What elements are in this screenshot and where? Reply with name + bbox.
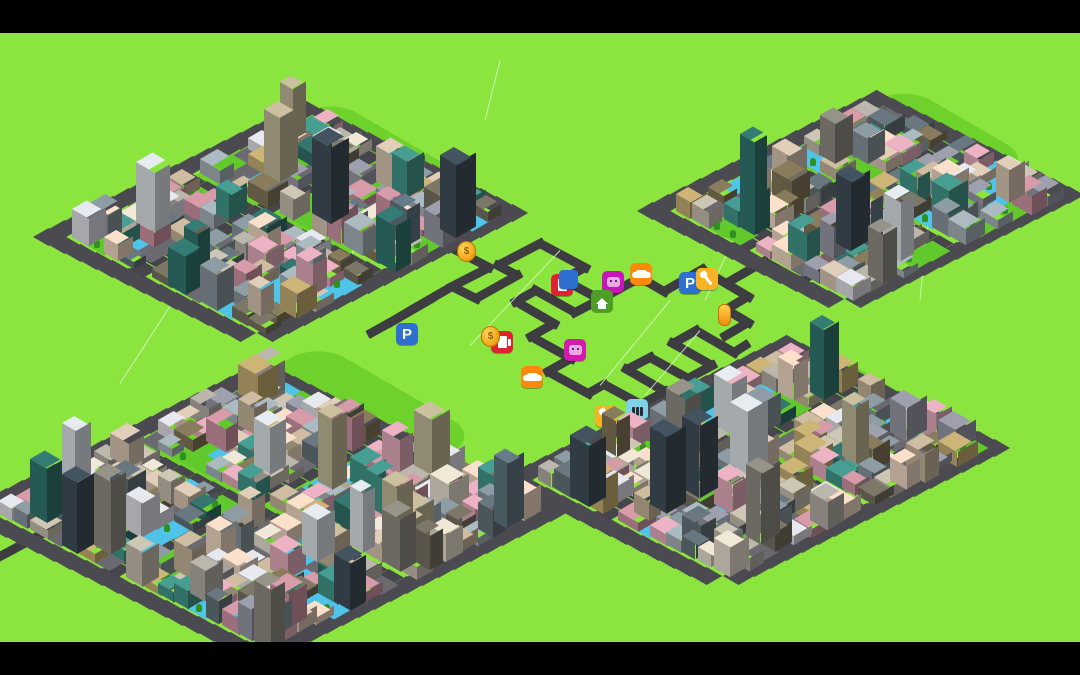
tree	[163, 572, 170, 580]
guide-line	[484, 60, 501, 121]
tree	[195, 604, 202, 612]
poi-parking-icon[interactable]: P	[679, 272, 701, 294]
world-map[interactable]: PP	[0, 33, 1080, 642]
poi-entertainment-icon[interactable]	[564, 339, 586, 361]
poi-park-icon[interactable]	[630, 263, 652, 285]
tree	[922, 214, 929, 222]
tree	[179, 452, 186, 460]
road-segment	[495, 236, 547, 269]
poi-citizen-icon[interactable]	[718, 304, 731, 326]
poi-entertainment-icon[interactable]	[602, 271, 624, 293]
city-block[interactable]	[637, 85, 1080, 309]
poi-park-icon[interactable]	[521, 366, 543, 388]
tree	[960, 443, 967, 451]
tree	[730, 230, 737, 238]
letterbox-top	[0, 0, 1080, 33]
poi-office-icon[interactable]	[559, 270, 578, 289]
tree	[163, 524, 170, 532]
tree	[94, 240, 101, 248]
poi-service-icon[interactable]	[696, 268, 718, 290]
road-segment	[365, 317, 395, 339]
poi-coin-icon[interactable]	[457, 241, 476, 262]
letterbox-bottom	[0, 642, 1080, 675]
city-block[interactable]	[0, 346, 567, 642]
poi-residential-icon[interactable]	[591, 290, 613, 312]
tree	[714, 222, 721, 230]
tree	[211, 500, 218, 508]
city-block[interactable]	[499, 315, 1011, 586]
city-block[interactable]	[33, 75, 529, 343]
poi-coin-icon[interactable]	[481, 326, 500, 347]
tree	[810, 158, 817, 166]
tree	[334, 280, 341, 288]
road-segment	[389, 292, 437, 325]
tree	[414, 240, 421, 248]
road-segment	[545, 367, 595, 400]
poi-parking-icon[interactable]: P	[396, 323, 418, 345]
